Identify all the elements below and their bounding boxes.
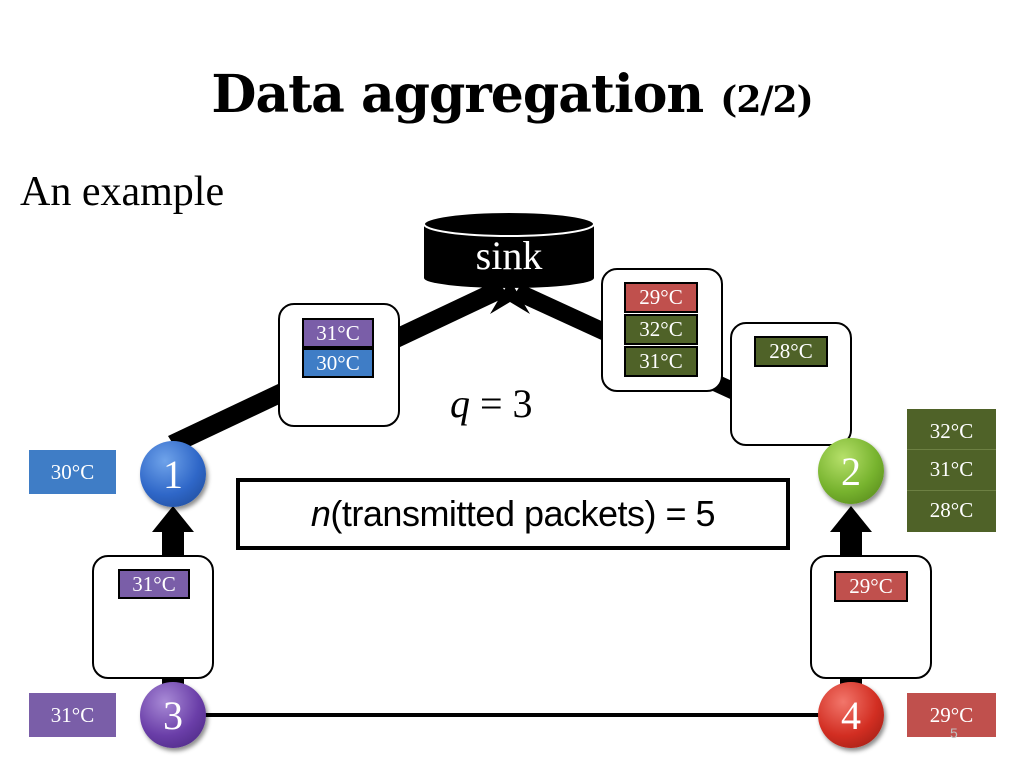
- packet-reading: 31°C: [624, 346, 698, 377]
- title-suffix: (2/2): [720, 79, 813, 121]
- page-number: 5: [950, 725, 958, 741]
- node2-reading: 32°C: [929, 418, 974, 443]
- arrow-3-1: [152, 506, 194, 532]
- title-main: Data aggregation: [211, 64, 704, 125]
- packet-reading: 29°C: [834, 571, 908, 602]
- packet-reading: 28°C: [754, 336, 828, 367]
- node3-reading: 31°C: [29, 693, 116, 737]
- sink-icon: [423, 211, 595, 288]
- packet-4-to-2: 29°C: [810, 555, 932, 679]
- sink-label: sink: [475, 233, 543, 278]
- packet-2-to-sink: 29°C 32°C 31°C: [601, 268, 723, 392]
- packet-reading: 31°C: [302, 318, 374, 348]
- packet-3-to-1: 31°C: [92, 555, 214, 679]
- q-var: q: [450, 381, 470, 426]
- q-label: q = 3: [450, 380, 533, 427]
- sink-arrowhead: [490, 280, 530, 314]
- node4-reading: 29°C: [907, 693, 996, 737]
- page-title: Data aggregation (2/2): [0, 64, 1024, 125]
- node2-reading: 31°C: [907, 449, 996, 489]
- transmitted-text: (transmitted packets) = 5: [330, 493, 716, 534]
- packet-reading: 31°C: [118, 569, 190, 599]
- n-var: n: [310, 493, 331, 534]
- arrow-4-2: [830, 506, 872, 532]
- packet-2-small: 28°C: [730, 322, 852, 446]
- transmitted-packets-box: n(transmitted packets) = 5: [236, 478, 790, 550]
- node-3: 3: [140, 682, 206, 748]
- packet-reading: 30°C: [302, 348, 374, 378]
- packet-1-to-sink: 31°C 30°C: [278, 303, 400, 427]
- node2-readings: 32°C 31°C 28°C: [907, 409, 996, 532]
- subtitle: An example: [20, 169, 225, 215]
- node1-reading: 30°C: [29, 450, 116, 494]
- q-value: = 3: [470, 381, 533, 426]
- node2-reading: 28°C: [907, 490, 996, 530]
- packet-reading: 32°C: [624, 314, 698, 345]
- node-4: 4: [818, 682, 884, 748]
- packet-reading: 29°C: [624, 282, 698, 313]
- node-2: 2: [818, 438, 884, 504]
- node-1: 1: [140, 441, 206, 507]
